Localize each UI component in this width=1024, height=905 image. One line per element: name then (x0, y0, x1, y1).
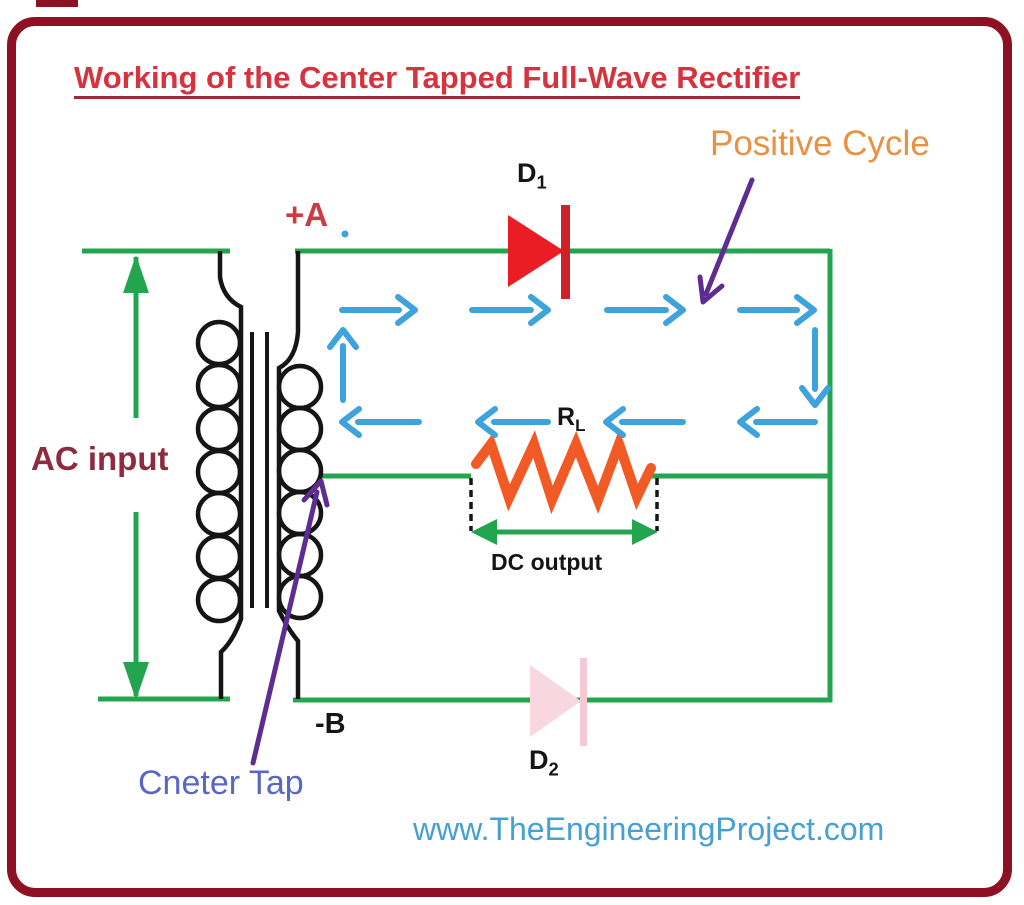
flow-arrow-down-icon (799, 327, 831, 408)
flow-arrow-right-icon (339, 294, 418, 326)
flow-arrow-right-icon (469, 294, 551, 326)
flow-arrow-up-icon (327, 327, 359, 403)
diagram-title: Working of the Center Tapped Full-Wave R… (74, 62, 801, 99)
positive-cycle-pointer-arrow (697, 177, 755, 305)
primary-winding-leads (217, 251, 244, 699)
positive-cycle-label: Positive Cycle (710, 124, 930, 163)
primary-coil-loops (195, 319, 243, 624)
dc-output-arrow (471, 519, 658, 545)
coil-loop (276, 363, 324, 411)
dc-arrowhead-right-icon (632, 519, 658, 545)
diode-d2-triangle-icon (530, 665, 581, 737)
diode2-label: D2 (529, 745, 559, 780)
center-tap-pointer-arrow (250, 478, 330, 766)
dc-output-dashed-guides (469, 478, 659, 531)
coil-loop (195, 490, 243, 538)
flow-arrow-left-icon (475, 406, 551, 438)
diode1-label: D1 (517, 158, 547, 193)
current-flow-arrows (327, 294, 831, 438)
diode-d2-cathode-bar (580, 658, 587, 746)
ac-input-label: AC input (26, 436, 174, 481)
dc-arrowhead-left-icon (471, 519, 497, 545)
diode-d1-symbol (508, 205, 570, 299)
terminal-a-label: +A (285, 196, 329, 233)
border-artifact (36, 0, 78, 7)
transformer (195, 251, 324, 699)
secondary-winding-leads (276, 251, 301, 699)
flow-arrow-right-icon (737, 294, 817, 326)
annotation-arrows (250, 177, 755, 766)
load-resistor-zigzag (471, 429, 656, 515)
dc-output-label: DC output (491, 549, 603, 575)
diode-d1-cathode-bar (561, 205, 570, 299)
measure-arrowhead-up-icon (123, 255, 149, 293)
coil-loop (195, 576, 243, 624)
diagram-border-frame (7, 17, 1012, 897)
load-resistor-label: RL (557, 403, 586, 435)
plus-a-dot (341, 230, 349, 238)
coil-loop (195, 448, 243, 496)
coil-loop (195, 533, 243, 581)
coil-loop (276, 573, 324, 621)
coil-loop (276, 405, 324, 453)
ac-input-measure-arrow (123, 255, 149, 700)
terminal-b-label: -B (315, 708, 346, 740)
coil-loop (195, 319, 243, 367)
diode-d2-symbol (530, 658, 587, 746)
flow-arrow-left-icon (603, 406, 686, 438)
website-watermark: www.TheEngineeringProject.com (413, 811, 885, 847)
circuit-wires (82, 248, 833, 703)
center-tap-label: Cneter Tap (138, 764, 304, 802)
coil-loop (195, 362, 243, 410)
transformer-core-lines (250, 332, 269, 608)
coil-loop (195, 405, 243, 453)
flow-arrow-right-icon (604, 294, 686, 326)
flow-arrow-left-icon (737, 406, 818, 438)
diode-d1-triangle-icon (508, 215, 564, 287)
flow-arrow-left-icon (339, 406, 422, 438)
measure-arrowhead-down-icon (123, 662, 149, 700)
secondary-coil-loops (276, 363, 324, 621)
